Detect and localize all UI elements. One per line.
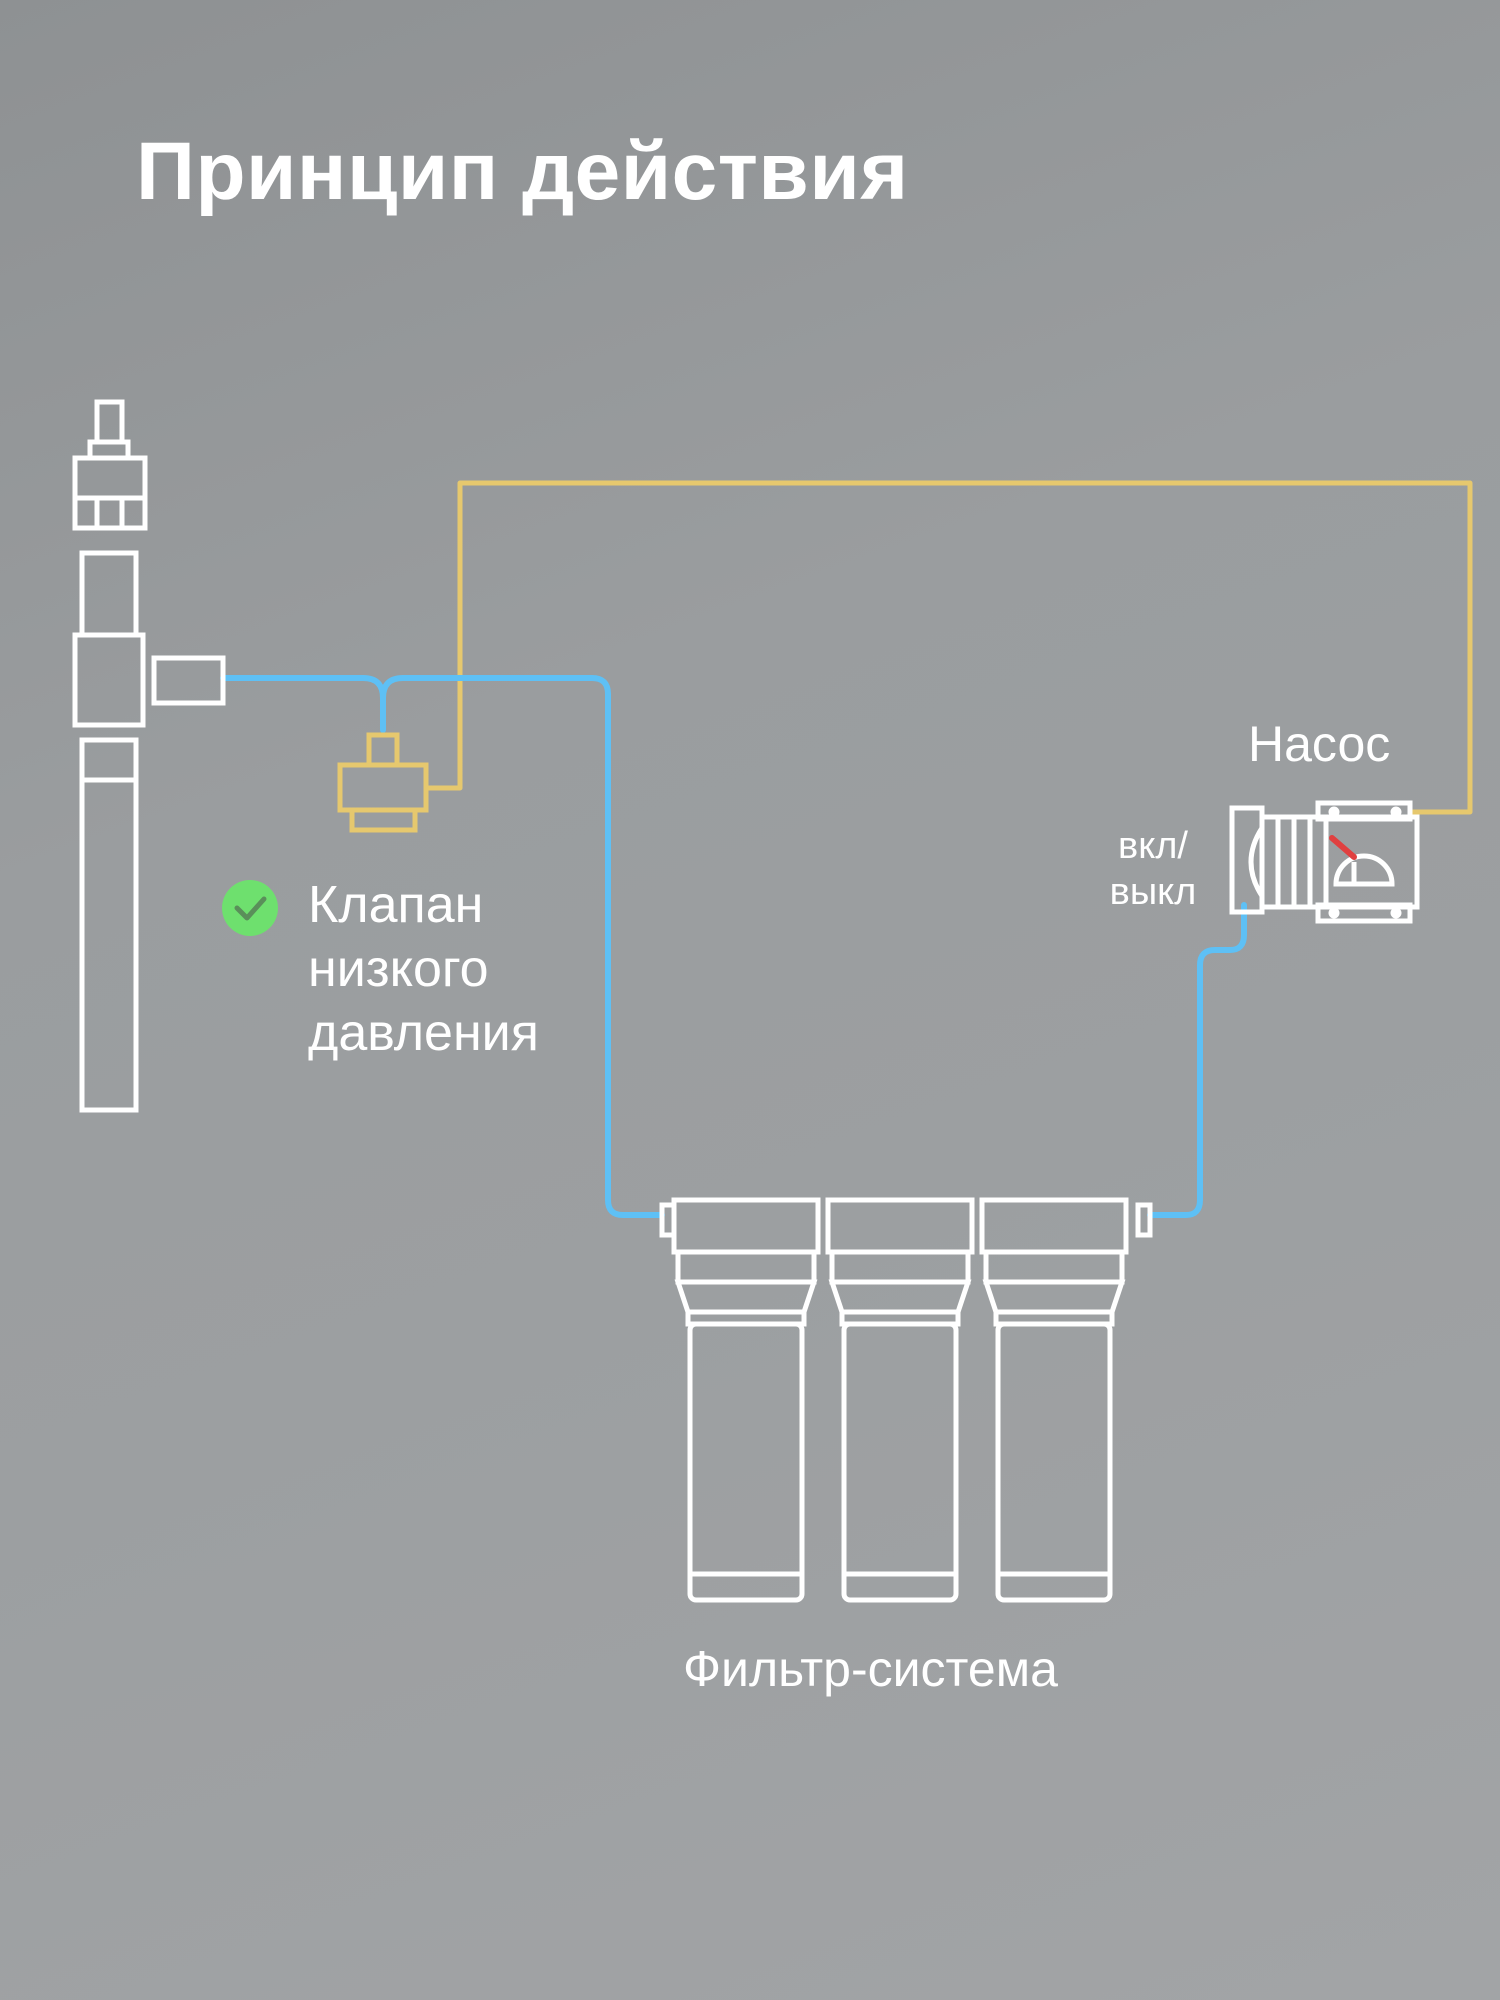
check-icon — [222, 880, 278, 936]
low-pressure-valve — [337, 732, 429, 833]
switch-label: вкл/ выкл — [1109, 825, 1197, 913]
pump — [1229, 800, 1420, 924]
pump-indicator — [1329, 835, 1357, 860]
filter-housing-2 — [825, 1197, 975, 1603]
water-line-well-to-filter — [220, 675, 665, 1218]
filter-system-label: Фильтр-система — [683, 1641, 1058, 1697]
filter-system — [659, 1197, 1153, 1603]
filter-housing-3 — [979, 1197, 1129, 1603]
signal-line — [425, 480, 1473, 815]
water-line-filter-to-pump — [1147, 902, 1247, 1218]
well-pipe — [72, 399, 226, 1113]
pump-label: Насос — [1248, 716, 1391, 772]
filter-housing-1 — [671, 1197, 821, 1603]
valve-label: Клапан низкого давления — [308, 876, 539, 1062]
page-title: Принцип действия — [136, 126, 909, 217]
